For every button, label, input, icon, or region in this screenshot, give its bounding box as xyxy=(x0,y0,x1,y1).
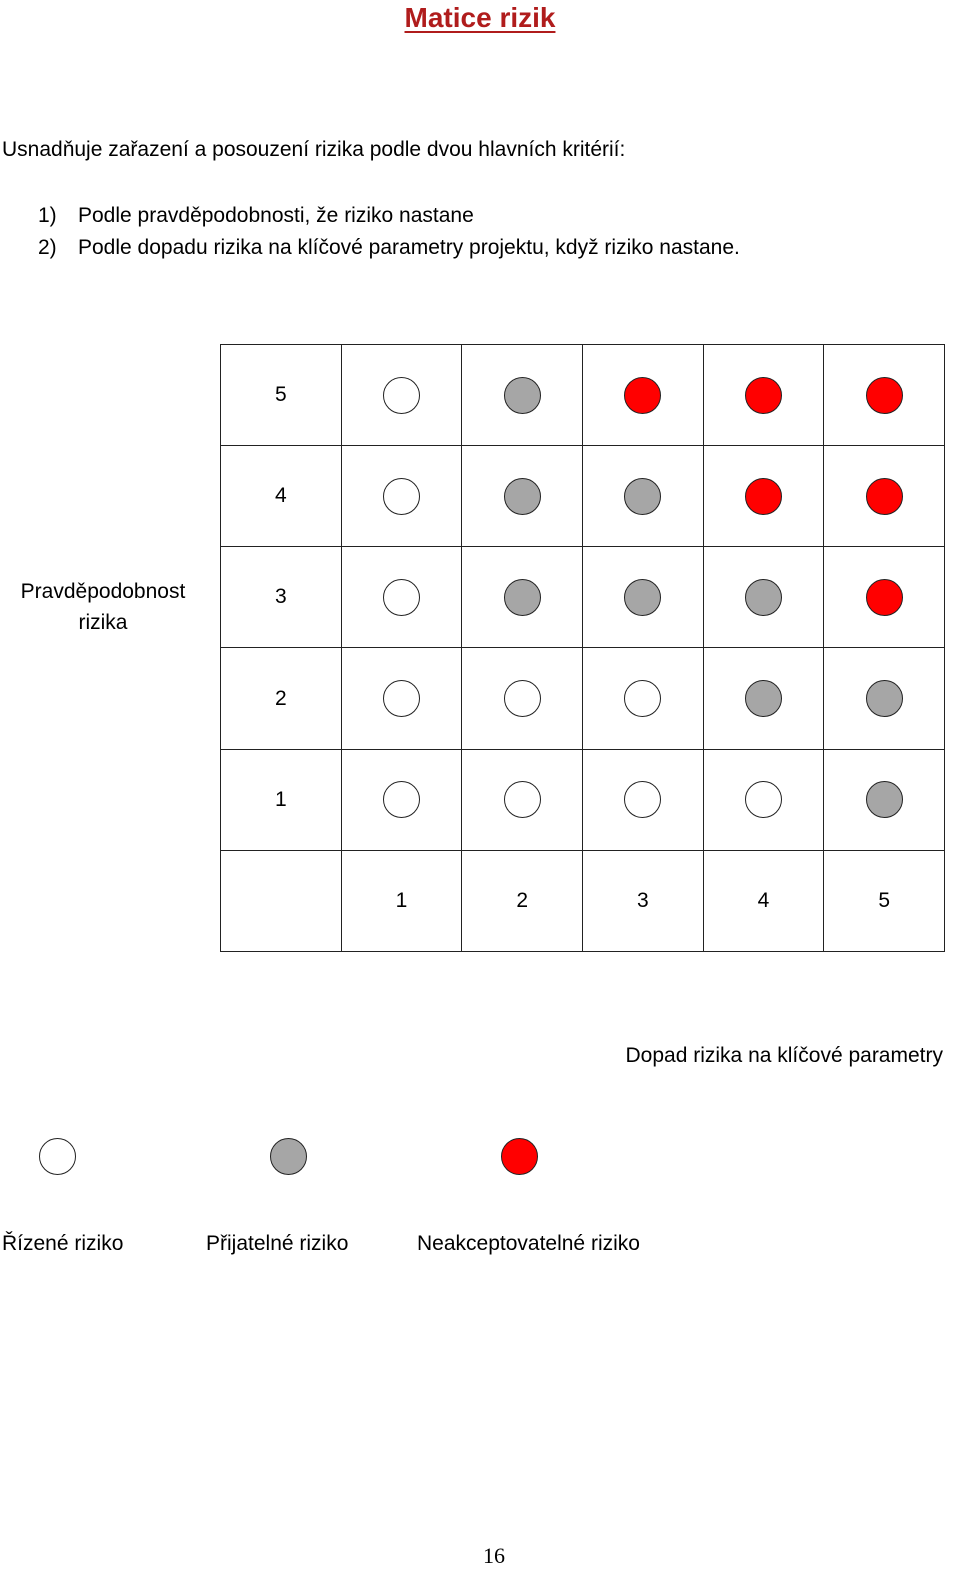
matrix-cell xyxy=(582,446,704,548)
matrix-cell xyxy=(341,547,463,649)
impact-level-label: 3 xyxy=(582,850,704,952)
risk-dot-gray xyxy=(624,578,662,616)
matrix-cell xyxy=(582,345,704,447)
risk-dot-white xyxy=(382,680,420,718)
risk-dot-white xyxy=(382,578,420,616)
criteria-number: 2) xyxy=(38,236,57,259)
risk-dot-red xyxy=(865,376,903,414)
matrix-cell xyxy=(582,749,704,851)
criteria-text: Podle dopadu rizika na klíčové parametry… xyxy=(78,236,740,259)
matrix-cell xyxy=(824,547,945,649)
matrix-cell xyxy=(582,648,704,750)
risk-dot-white xyxy=(382,781,420,819)
matrix-cell xyxy=(703,547,825,649)
risk-dot-gray xyxy=(865,781,903,819)
matrix-cell xyxy=(462,547,583,649)
matrix-cell xyxy=(703,446,825,548)
risk-dot-white xyxy=(382,477,420,515)
matrix-cell xyxy=(462,446,583,548)
legend-label: Neakceptovatelné riziko xyxy=(417,1232,640,1255)
probability-level-label: 5 xyxy=(221,345,342,447)
risk-dot-gray xyxy=(503,578,541,616)
risk-dot-gray xyxy=(503,477,541,515)
risk-dot-red xyxy=(624,376,662,414)
matrix-cell xyxy=(462,749,583,851)
matrix-cell xyxy=(462,648,583,750)
risk-dot-white xyxy=(382,376,420,414)
risk-dot-red xyxy=(744,376,782,414)
criteria-item: 1) Podle pravděpodobnosti, že riziko nas… xyxy=(38,200,740,232)
matrix-cell xyxy=(341,648,463,750)
criteria-list: 1) Podle pravděpodobnosti, že riziko nas… xyxy=(38,200,740,264)
risk-dot-white xyxy=(624,680,662,718)
impact-level-label: 5 xyxy=(824,850,945,952)
matrix-cell xyxy=(462,345,583,447)
criteria-number: 1) xyxy=(38,204,57,227)
legend-swatch-gray xyxy=(270,1138,307,1175)
risk-dot-white xyxy=(624,781,662,819)
page-number: 16 xyxy=(483,1543,505,1568)
risk-dot-gray xyxy=(744,680,782,718)
y-axis-label: Pravděpodobnost rizika xyxy=(20,580,186,634)
impact-level-label: 1 xyxy=(341,850,463,952)
impact-level-label: 2 xyxy=(462,850,583,952)
matrix-cell xyxy=(703,749,825,851)
intro-text: Usnadňuje zařazení a posouzení rizika po… xyxy=(2,138,626,161)
risk-dot-gray xyxy=(744,578,782,616)
legend-label: Přijatelné riziko xyxy=(206,1232,349,1255)
risk-dot-white xyxy=(744,781,782,819)
probability-level-label: 3 xyxy=(221,547,342,649)
x-axis-label: Dopad rizika na klíčové parametry xyxy=(625,1044,943,1067)
legend: Řízené riziko Přijatelné riziko Neakcept… xyxy=(0,1138,720,1278)
risk-dot-red xyxy=(865,477,903,515)
matrix-cell xyxy=(703,345,825,447)
matrix-cell xyxy=(824,345,945,447)
criteria-text: Podle pravděpodobnosti, že riziko nastan… xyxy=(78,204,474,227)
matrix-cell xyxy=(824,446,945,548)
risk-dot-white xyxy=(503,680,541,718)
matrix-corner-cell xyxy=(221,850,342,952)
matrix-cell xyxy=(341,446,463,548)
probability-level-label: 4 xyxy=(221,446,342,548)
legend-label: Řízené riziko xyxy=(2,1232,124,1255)
probability-level-label: 2 xyxy=(221,648,342,750)
impact-level-label: 4 xyxy=(703,850,825,952)
matrix-cell xyxy=(341,749,463,851)
risk-dot-gray xyxy=(624,477,662,515)
page-title: Matice rizik xyxy=(404,2,556,33)
matrix-cell xyxy=(703,648,825,750)
risk-dot-red xyxy=(865,578,903,616)
matrix-cell xyxy=(341,345,463,447)
matrix-cell xyxy=(824,749,945,851)
criteria-item: 2) Podle dopadu rizika na klíčové parame… xyxy=(38,232,740,264)
risk-dot-red xyxy=(744,477,782,515)
risk-dot-gray xyxy=(503,376,541,414)
probability-level-label: 1 xyxy=(221,749,342,851)
risk-dot-white xyxy=(503,781,541,819)
legend-swatch-white xyxy=(39,1138,76,1175)
matrix-cell xyxy=(582,547,704,649)
legend-swatch-red xyxy=(501,1138,538,1175)
risk-dot-gray xyxy=(865,680,903,718)
matrix-cell xyxy=(824,648,945,750)
